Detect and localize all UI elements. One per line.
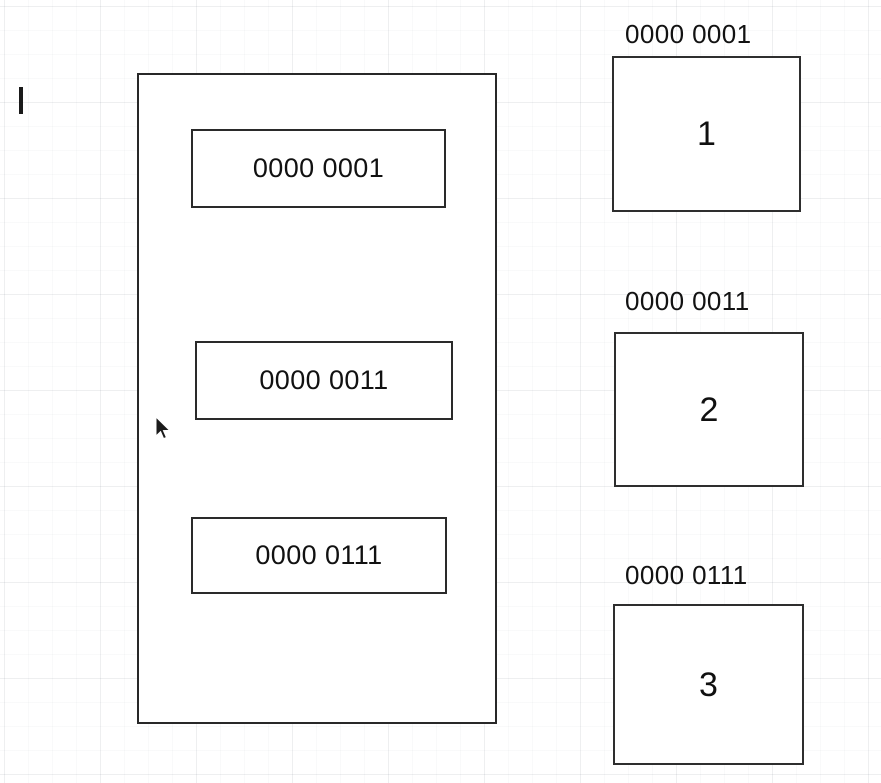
text-caret	[19, 87, 23, 114]
inner-box-label: 0000 0111	[255, 540, 383, 570]
right-box-value: 2	[699, 390, 719, 429]
inner-value-box-1[interactable]: 0000 0001	[191, 129, 446, 208]
right-value-box-3[interactable]: 3	[613, 604, 804, 765]
inner-value-box-3[interactable]: 0000 0111	[191, 517, 447, 594]
inner-box-label: 0000 0001	[252, 153, 385, 183]
right-box-caption-2: 0000 0011	[625, 286, 750, 316]
right-box-value: 1	[697, 115, 716, 153]
right-box-caption-1: 0000 0001	[625, 19, 752, 49]
right-value-box-2[interactable]: 2	[614, 332, 804, 487]
right-box-caption-3: 0000 0111	[625, 560, 748, 590]
right-value-box-1[interactable]: 1	[612, 56, 801, 212]
inner-value-box-2[interactable]: 0000 0011	[195, 341, 453, 420]
right-box-value: 3	[699, 665, 718, 704]
inner-box-label: 0000 0011	[259, 365, 389, 395]
